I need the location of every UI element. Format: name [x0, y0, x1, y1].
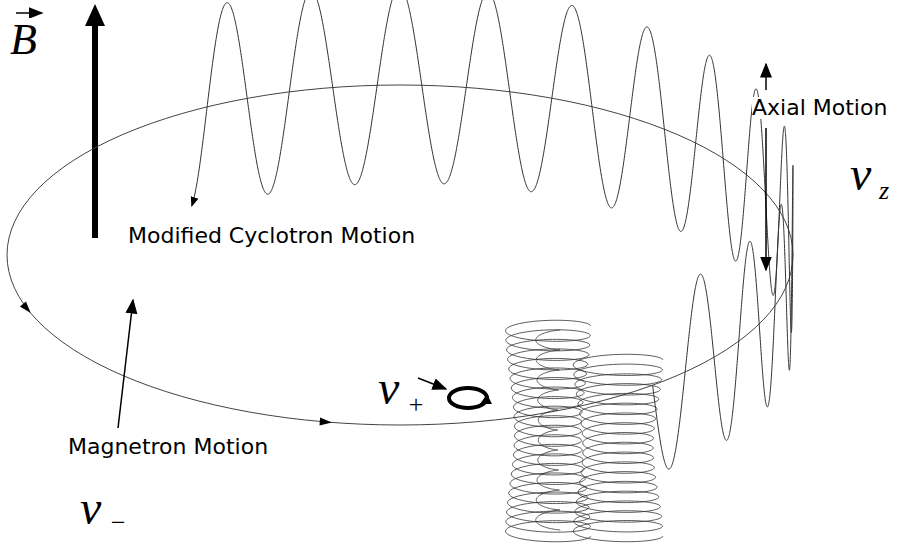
motion-label: Modified Cyclotron Motion: [128, 225, 415, 247]
motion-label: Axial Motion: [752, 97, 887, 119]
cyclotron-coils: [505, 320, 662, 542]
frequency-subscript: z: [879, 178, 889, 204]
orbit-arrowhead: [20, 301, 31, 313]
field-symbol: B: [10, 18, 37, 62]
ring-arrowhead: [480, 394, 492, 404]
field-arrow-head: [85, 4, 105, 26]
frequency-symbol: ν: [378, 364, 399, 412]
leader-line: [118, 300, 133, 428]
frequency-subscript: −: [109, 510, 127, 536]
frequency-symbol: ν: [80, 484, 101, 532]
vector-arrow: [16, 12, 42, 14]
cyclotron-ring: [449, 388, 487, 408]
frequency-subscript: +: [407, 392, 425, 418]
axial-arrow-down: [765, 128, 767, 270]
axial-arrow-up: [765, 64, 767, 90]
orbit-arrowheads: [20, 301, 332, 425]
cyclotron-coil: [536, 330, 561, 530]
leader-line: [418, 378, 446, 389]
field-arrow-shaft: [92, 22, 98, 238]
motion-label: Magnetron Motion: [68, 436, 268, 458]
cyclotron-coil: [573, 354, 663, 541]
orbit-arrowhead: [320, 418, 332, 426]
frequency-symbol: ν: [850, 150, 871, 198]
